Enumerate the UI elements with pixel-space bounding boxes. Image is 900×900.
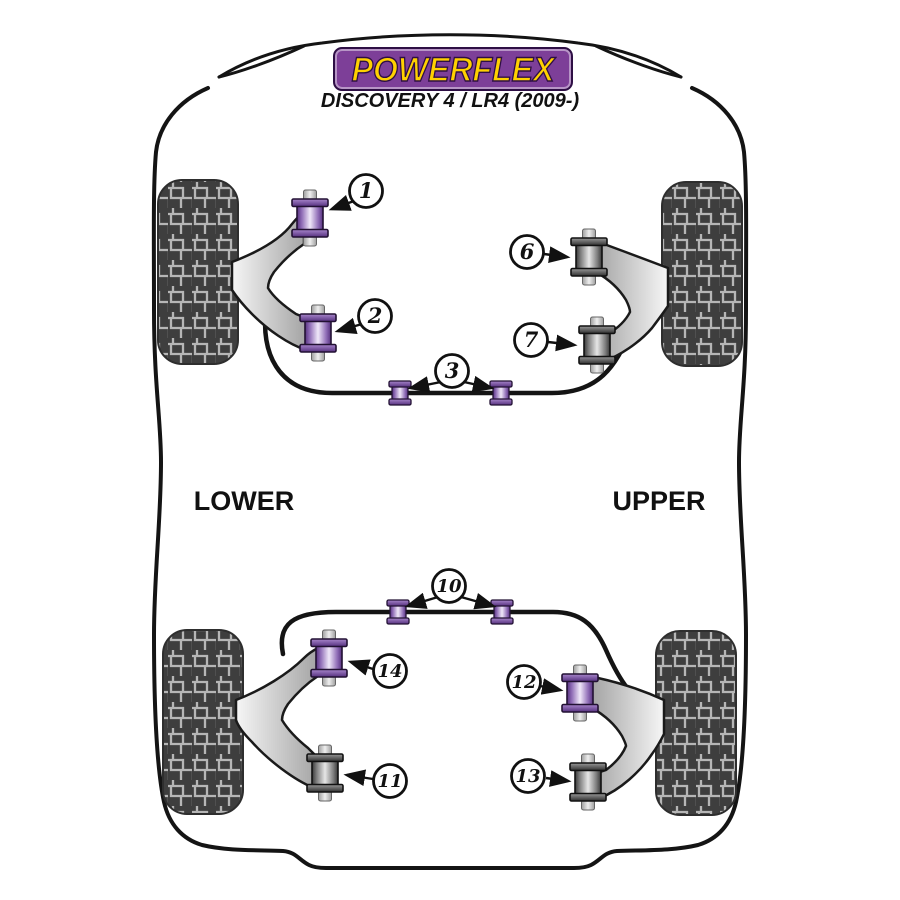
arrow-10b <box>460 593 497 610</box>
callouts: 1 2 3 6 7 10 1 <box>348 173 549 799</box>
front-left-upper-arm <box>230 210 308 352</box>
callout-11[interactable]: 11 <box>372 763 408 799</box>
powerflex-logo-text: POWERFLEX <box>351 48 555 88</box>
callout-6[interactable]: 6 <box>509 234 545 270</box>
callout-10-number: 10 <box>436 576 462 597</box>
car-body-outline <box>151 86 749 870</box>
callout-2-number: 2 <box>367 303 383 328</box>
callout-11-number: 11 <box>377 771 402 792</box>
arrow-11 <box>343 769 374 787</box>
arrow-1 <box>328 194 355 211</box>
bushing-7 <box>578 316 616 374</box>
arb-bushing-rear-left <box>386 599 410 625</box>
rear-left-upper-arm <box>234 646 320 790</box>
bushing-6 <box>570 228 608 286</box>
callout-14[interactable]: 14 <box>372 653 408 689</box>
arrow-6 <box>543 246 571 264</box>
callout-13[interactable]: 13 <box>510 758 546 794</box>
vehicle-model-title: DISCOVERY 4 / LR4 (2009-) <box>320 90 580 112</box>
bushing-2 <box>299 304 337 362</box>
tire-front-right <box>661 181 743 367</box>
rear-right-upper-arm <box>590 676 666 800</box>
a-pillar-right <box>594 44 683 79</box>
bushing-13 <box>569 753 607 811</box>
callout-10[interactable]: 10 <box>431 568 467 604</box>
callout-12-number: 12 <box>511 672 536 693</box>
bushing-12 <box>561 664 599 722</box>
callout-1-number: 1 <box>359 178 374 203</box>
cowl-arc <box>217 33 683 79</box>
arrow-10a <box>404 592 439 609</box>
callout-12[interactable]: 12 <box>506 664 542 700</box>
bushing-1 <box>291 189 329 247</box>
callout-14-number: 14 <box>377 661 402 682</box>
tire-rear-right <box>655 630 737 816</box>
bushing-14 <box>310 629 348 687</box>
arrow-3b <box>463 375 495 393</box>
arb-bushing-rear-right <box>490 599 514 625</box>
callout-7[interactable]: 7 <box>513 322 549 358</box>
section-label-lower: LOWER <box>193 486 295 516</box>
bushing-11 <box>306 744 344 802</box>
callout-2[interactable]: 2 <box>357 298 393 334</box>
arb-bushing-front-left <box>388 380 412 406</box>
callout-3[interactable]: 3 <box>434 353 470 389</box>
arrow-3a <box>407 376 442 393</box>
arrow-2 <box>334 317 363 335</box>
a-pillar-left <box>217 44 306 79</box>
arrow-13 <box>545 770 572 787</box>
callout-1[interactable]: 1 <box>348 173 384 209</box>
callout-13-number: 13 <box>515 766 540 787</box>
arrow-7 <box>547 334 578 352</box>
tire-front-left <box>157 179 239 365</box>
section-label-upper: UPPER <box>612 486 706 516</box>
callout-6-number: 6 <box>520 239 535 264</box>
callout-7-number: 7 <box>524 327 539 352</box>
callout-arrows <box>328 194 578 787</box>
callout-3-number: 3 <box>445 358 460 383</box>
arrow-14 <box>347 659 374 676</box>
powerflex-logo: POWERFLEX <box>333 47 573 91</box>
arrow-12 <box>539 678 564 695</box>
arb-bushing-front-right <box>489 380 513 406</box>
tire-rear-left <box>162 629 244 815</box>
